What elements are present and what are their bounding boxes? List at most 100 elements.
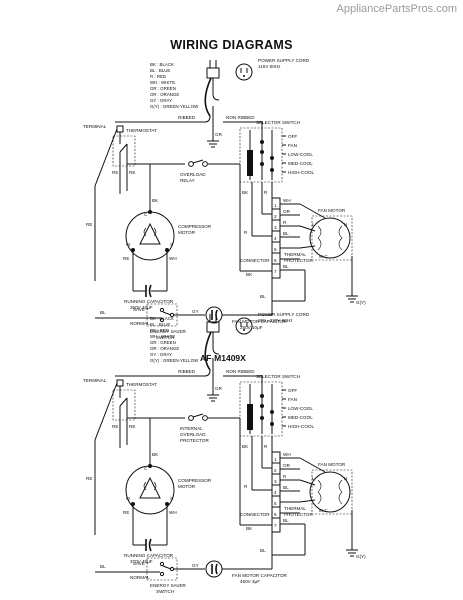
schematic-top: BK : BLACK BL : BLUE R : RED WH : WHITE … bbox=[83, 58, 366, 363]
thermostat-box bbox=[112, 389, 136, 421]
fan-motor-capacitor bbox=[205, 306, 272, 324]
selector-switch bbox=[239, 381, 286, 456]
compressor-motor bbox=[125, 418, 175, 515]
energy-saver-label: ENERGY SAVER bbox=[150, 329, 187, 334]
legend-line: GR : GREEN bbox=[150, 86, 176, 91]
terminal-code: H bbox=[344, 222, 347, 227]
legend-line: GR : GREEN bbox=[150, 340, 176, 345]
fan-capacitor-label: FAN MOTOR CAPACITOR bbox=[232, 573, 288, 578]
terminal-code: L bbox=[312, 476, 315, 481]
wire-code: R bbox=[264, 190, 268, 195]
legend-line: WH : WHITE bbox=[150, 334, 175, 339]
terminal-code: M-C bbox=[319, 508, 328, 513]
wire-code: R bbox=[264, 444, 268, 449]
legend-line: RE : RED bbox=[150, 328, 169, 333]
normal-label: NORMAL bbox=[130, 321, 150, 326]
terminal-wire bbox=[94, 382, 118, 535]
thermostat-label: THERMOSTAT bbox=[126, 128, 157, 133]
running-capacitor-label: RUNNING CAPACITOR bbox=[124, 553, 174, 558]
wire-code: GY bbox=[192, 563, 199, 568]
color-legend: BK : BLACK BL : BLUE RE : RED WH : WHITE… bbox=[150, 316, 199, 363]
connector-pin: 3 bbox=[274, 479, 277, 484]
wire-code: BK bbox=[242, 190, 249, 195]
legend-line: BL : BLUE bbox=[150, 322, 170, 327]
site-watermark: AppliancePartsPros.com bbox=[336, 3, 457, 15]
switch-position-label: HIGH-COOL bbox=[288, 424, 314, 429]
schematic-bottom: BK : BLACK BL : BLUE RE : RED WH : WHITE… bbox=[83, 312, 366, 594]
connector-pin: 3 bbox=[274, 225, 277, 230]
wire-code: WH bbox=[169, 510, 177, 515]
legend-line: WH : WHITE bbox=[150, 80, 175, 85]
connector-pin: 5 bbox=[274, 247, 277, 252]
overload-label: RELAY bbox=[180, 178, 195, 183]
connector-pin: 7 bbox=[274, 269, 277, 274]
ground-gy-label: G(Y) bbox=[356, 300, 366, 305]
non-ribbed-wire bbox=[223, 121, 263, 130]
connector-label: CONNECTOR bbox=[240, 258, 270, 263]
switch-label: SWITCH bbox=[156, 589, 174, 594]
wire-code: WH bbox=[169, 256, 177, 261]
power-plug-icon bbox=[204, 314, 220, 371]
protector-label: PROTECTOR bbox=[284, 512, 313, 517]
wire-code: RE bbox=[129, 170, 135, 175]
fan-motor bbox=[272, 457, 358, 557]
non-ribbed-label: NON RIBBED bbox=[226, 369, 255, 374]
energy-saver-switch bbox=[95, 557, 205, 581]
non-ribbed-label: NON RIBBED bbox=[226, 115, 255, 120]
connector-pin: 4 bbox=[274, 236, 277, 241]
switch-position-label: MED-COOL bbox=[288, 415, 313, 420]
overload-label: INTERNAL bbox=[180, 426, 203, 431]
power-outlet-icon bbox=[235, 63, 253, 81]
color-legend: BK : BLACK BL : BLUE R : RED WH : WHITE … bbox=[150, 62, 199, 109]
power-plug-icon bbox=[204, 60, 220, 117]
connector-pin: 1 bbox=[274, 203, 277, 208]
connector-pin: 7 bbox=[274, 523, 277, 528]
connector-pin: 2 bbox=[274, 468, 277, 473]
running-capacitor bbox=[132, 504, 168, 552]
legend-line: R : RED bbox=[150, 74, 166, 79]
terminal-code: M bbox=[126, 496, 130, 501]
fan-capacitor-label: FAN MOTOR CAPACITOR bbox=[232, 319, 288, 324]
wire-code: GY bbox=[192, 309, 199, 314]
wire-code: BL bbox=[260, 294, 266, 299]
ribbed-label: RIBBED bbox=[178, 115, 196, 120]
connector-block bbox=[239, 164, 300, 315]
legend-line: GY : GRAY bbox=[150, 98, 172, 103]
page-title: WIRING DIAGRAMS bbox=[170, 38, 293, 52]
wire-code: R bbox=[283, 220, 287, 225]
legend-line: GY : GRAY bbox=[150, 352, 172, 357]
thermostat-box bbox=[112, 135, 136, 167]
model-number: AF-M1409X bbox=[200, 353, 246, 363]
ground-icon bbox=[207, 394, 219, 402]
legend-line: BL : BLUE bbox=[150, 68, 170, 73]
wire-code: RE bbox=[86, 476, 92, 481]
overload-relay bbox=[127, 159, 240, 167]
terminal-wire bbox=[94, 128, 118, 281]
wire-code: WH bbox=[283, 452, 291, 457]
overload-label: PROTECTOR bbox=[180, 438, 209, 443]
wire-code: BL bbox=[283, 264, 289, 269]
wire-code: BK bbox=[246, 272, 253, 277]
wire-code: RE bbox=[123, 256, 129, 261]
switch-position-label: LOW-COOL bbox=[288, 152, 313, 157]
legend-line: G(Y) : GREEN-YELLOW bbox=[150, 358, 199, 363]
connector-pin: 6 bbox=[274, 512, 277, 517]
wire-code: BK bbox=[246, 526, 253, 531]
compressor-label: COMPRESSOR bbox=[178, 478, 212, 483]
wire-code: RE bbox=[86, 222, 92, 227]
wire-code: RE bbox=[123, 510, 129, 515]
thermal-label: THERMAL bbox=[284, 252, 306, 257]
legend-line: BK : BLACK bbox=[150, 316, 174, 321]
switch-label: SWITCH bbox=[156, 335, 174, 340]
terminal-code: M-C bbox=[319, 254, 328, 259]
overload-label: OVERLOAD bbox=[180, 172, 206, 177]
ground-gy-label: G(Y) bbox=[356, 554, 366, 559]
protector-label: PROTECTOR bbox=[284, 258, 313, 263]
selector-switch-label: SELECTOR SWITCH bbox=[256, 374, 300, 379]
terminal-code: C bbox=[144, 212, 148, 217]
selector-switch-label: SELECTOR SWITCH bbox=[256, 120, 300, 125]
compressor-motor bbox=[125, 164, 175, 261]
running-capacitor bbox=[132, 250, 168, 298]
